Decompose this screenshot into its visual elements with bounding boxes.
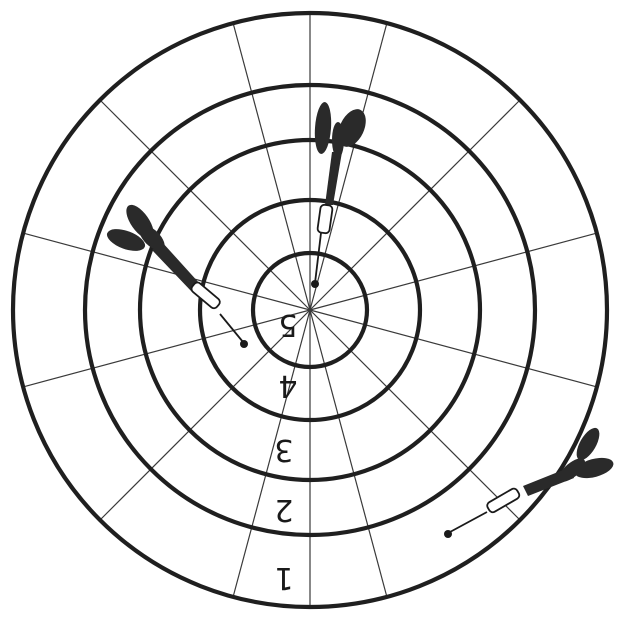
dart-barrel xyxy=(317,204,333,233)
dart-needle xyxy=(450,512,487,532)
ring-label-4: 4 xyxy=(278,368,297,403)
dart-needle xyxy=(220,314,243,342)
ring-label-5: 5 xyxy=(278,307,297,342)
ring-label-1: 1 xyxy=(274,560,293,595)
ring-label-2: 2 xyxy=(274,492,293,527)
dart-tip xyxy=(444,530,452,538)
dart-shaft xyxy=(523,468,574,496)
dart-shaft xyxy=(325,152,342,205)
dart-needle xyxy=(315,233,321,283)
dart-tip xyxy=(311,280,319,288)
dart-flight xyxy=(313,102,333,155)
ring-labels: 1 2 3 4 5 xyxy=(274,307,297,595)
dart-tip xyxy=(240,340,248,348)
sector-lines xyxy=(23,13,597,607)
ring-label-3: 3 xyxy=(274,432,293,467)
dart-upper-left xyxy=(104,200,248,348)
dart-lower-right xyxy=(444,424,616,538)
